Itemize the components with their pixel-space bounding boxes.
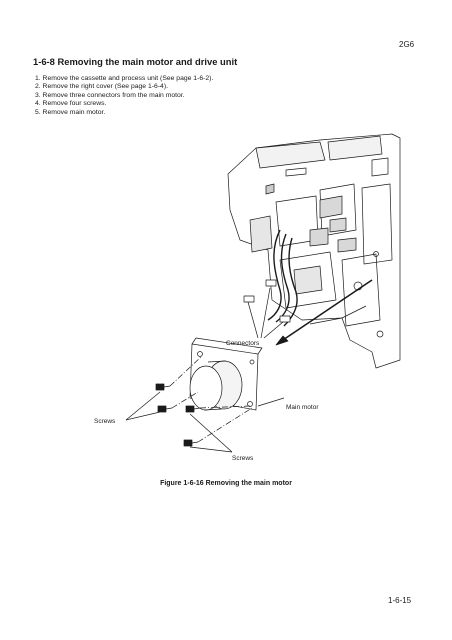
screw-1	[155, 383, 171, 391]
step-item: 5. Remove main motor.	[35, 108, 106, 116]
section-title: 1-6-8 Removing the main motor and drive …	[33, 56, 238, 67]
removal-arrow-head	[275, 335, 289, 346]
wire-harness	[267, 229, 282, 321]
screw-4	[183, 439, 199, 447]
screws-label-left: Screws	[94, 418, 116, 425]
step-item: 1. Remove the cassette and process unit …	[35, 75, 214, 82]
procedure-steps: 1. Remove the cassette and process unit …	[35, 75, 213, 117]
screws-label-bottom: Screws	[232, 455, 254, 462]
connectors-label: Connectors	[226, 340, 260, 347]
screw-3	[185, 405, 201, 413]
screw-2	[157, 405, 173, 413]
main-motor-removal-illustration: Connectors Main motor Screws Screws	[94, 133, 401, 462]
page-number: 1-6-15	[388, 596, 412, 605]
step-item: 3. Remove three connectors from the main…	[35, 91, 185, 99]
step-item: 2. Remove the right cover (See page 1-6-…	[35, 83, 168, 91]
step-item: 4. Remove four screws.	[35, 100, 107, 108]
figure-caption: Figure 1-6-16 Removing the main motor	[160, 480, 292, 487]
connector-1	[243, 295, 255, 303]
main-motor-label: Main motor	[286, 404, 319, 411]
connector-3	[279, 315, 291, 323]
model-code: 2G6	[399, 40, 415, 49]
connector-2	[265, 279, 277, 287]
